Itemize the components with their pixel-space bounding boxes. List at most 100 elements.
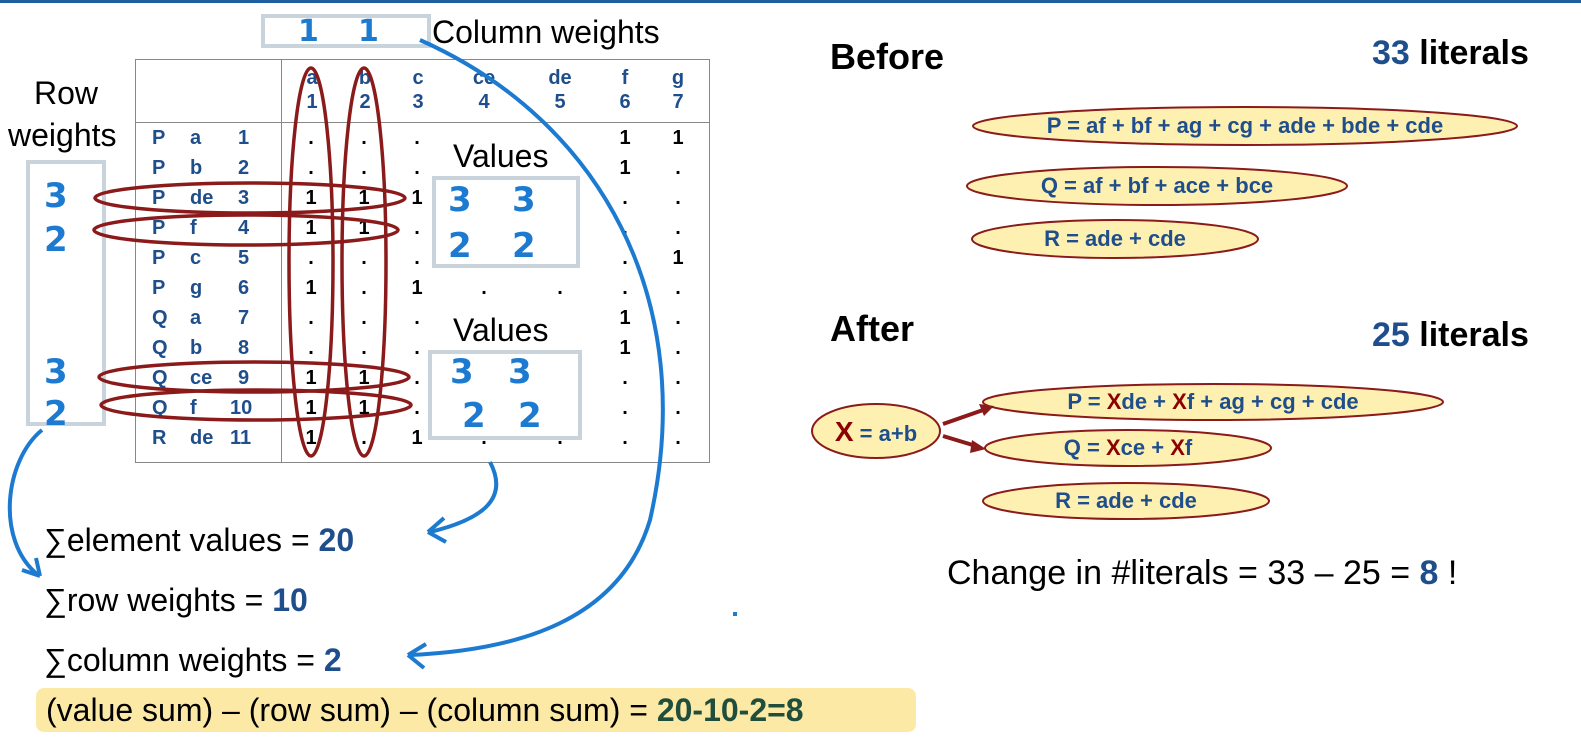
matrix-cell: 1 [305, 397, 317, 419]
value-top-4: 2 [512, 226, 536, 266]
row-func-label: P [152, 157, 166, 179]
matrix-cell: . [481, 277, 487, 299]
before-literals: 33 literals [1372, 34, 1529, 72]
x-to-p-arrow [942, 407, 987, 426]
matrix-cell: . [361, 247, 367, 269]
row-func-label: P [152, 277, 166, 299]
matrix-cell: . [675, 367, 681, 389]
row-func-label: Q [152, 367, 168, 389]
row-index-label: 3 [238, 187, 250, 209]
matrix-cell: . [414, 397, 420, 419]
matrix-cell: . [414, 157, 420, 179]
column-weight-b: 1 [358, 14, 379, 49]
row-index-label: 6 [238, 277, 250, 299]
values-box-top [432, 176, 580, 268]
matrix-cell: 1 [411, 277, 423, 299]
kernel-cube-matrix [135, 59, 710, 463]
row-cube-label: a [190, 127, 202, 149]
row-10-ellipse [99, 388, 413, 422]
row-func-label: P [152, 187, 166, 209]
row-index-label: 9 [238, 367, 250, 389]
row-cube-label: g [190, 277, 203, 299]
top-rule [0, 0, 1581, 3]
x-to-q-arrow [942, 434, 977, 448]
row-cube-label: f [190, 217, 197, 239]
after-r-ellipse [982, 482, 1270, 520]
matrix-header-divider [135, 122, 710, 123]
row-index-label: 4 [238, 217, 250, 239]
matrix-cell: 1 [305, 367, 317, 389]
before-p-expr: P = af + bf + ag + cg + ade + bde + cde [1046, 113, 1444, 138]
row-func-label: P [152, 217, 166, 239]
row-weight-9: 3 [44, 352, 68, 392]
matrix-cell: . [414, 247, 420, 269]
before-q-expr: Q = af + bf + ace + bce [1040, 173, 1274, 198]
matrix-cell: 1 [672, 247, 684, 269]
row-cube-label: b [190, 337, 203, 359]
sum-column-weights: ∑column weights = 2 [44, 642, 342, 678]
matrix-cell: . [414, 337, 420, 359]
matrix-cell: . [308, 307, 314, 329]
change-in-literals: Change in #literals = 33 – 25 = 8 ! [947, 554, 1458, 592]
row-index-label: 2 [238, 157, 250, 179]
matrix-cell: . [622, 247, 628, 269]
row-weights-label-line2: weights [8, 117, 117, 153]
matrix-cell: . [308, 127, 314, 149]
matrix-cell: 1 [619, 157, 631, 179]
row-cube-label: a [190, 307, 202, 329]
matrix-cell: . [361, 427, 367, 449]
matrix-cell: 1 [358, 217, 370, 239]
matrix-cell: . [414, 307, 420, 329]
column-weights-arrowhead [406, 642, 428, 670]
matrix-cell: . [414, 127, 420, 149]
matrix-cell: . [308, 247, 314, 269]
value-bottom-4: 2 [518, 396, 542, 436]
after-p-expr: P = Xde + Xf + ag + cg + cde [1067, 389, 1359, 414]
before-heading: Before [830, 36, 945, 77]
row-func-label: Q [152, 397, 168, 419]
values-label-top: Values [453, 138, 549, 174]
matrix-cell: 1 [672, 127, 684, 149]
matrix-cell: 1 [358, 397, 370, 419]
x-ellipse [811, 403, 941, 459]
row-index-label: 5 [238, 247, 250, 269]
after-p-ellipse [982, 383, 1444, 421]
values-box-bottom [428, 350, 582, 440]
value-top-1: 3 [448, 180, 472, 220]
matrix-cell: 1 [358, 367, 370, 389]
x-definition: X = a+b [834, 416, 918, 447]
values-arrowhead [426, 516, 447, 544]
row-9-ellipse [97, 360, 411, 394]
value-top-3: 2 [448, 226, 472, 266]
matrix-cell: 1 [619, 307, 631, 329]
row-func-label: R [152, 427, 167, 449]
matrix-cell: . [622, 277, 628, 299]
matrix-cell: 1 [305, 427, 317, 449]
row-4-ellipse [92, 213, 400, 247]
row-weight-10: 2 [44, 394, 68, 434]
before-r-ellipse [971, 219, 1259, 259]
matrix-cell: . [622, 217, 628, 239]
matrix-cell: 1 [305, 187, 317, 209]
row-index-label: 7 [238, 307, 250, 329]
matrix-cell: . [414, 367, 420, 389]
row-3-ellipse [93, 181, 407, 215]
matrix-cell: . [675, 187, 681, 209]
before-q-ellipse [966, 166, 1348, 206]
sum-element-values: ∑element values = 20 [44, 522, 355, 558]
row-index-label: 8 [238, 337, 250, 359]
matrix-cell: . [361, 157, 367, 179]
after-q-expr: Q = Xce + Xf [1063, 435, 1193, 460]
row-cube-label: f [190, 397, 197, 419]
values-arrow [429, 461, 499, 534]
row-weights-box [26, 160, 106, 426]
matrix-cell: . [675, 217, 681, 239]
row-weight-4: 2 [44, 220, 68, 260]
row-cube-label: de [190, 187, 214, 209]
row-index-label: 1 [238, 127, 250, 149]
